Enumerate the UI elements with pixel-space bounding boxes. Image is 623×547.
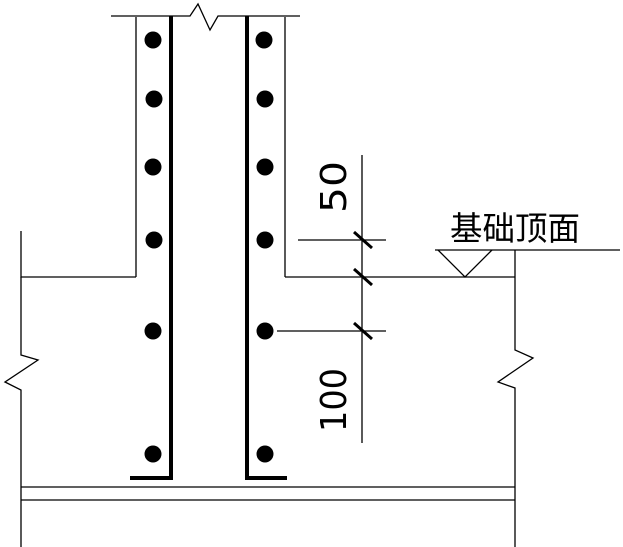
rebar-right — [245, 16, 287, 480]
dimension-ticks — [353, 230, 373, 341]
footing-top-left — [20, 231, 136, 278]
dimension-text-100: 100 — [314, 368, 355, 432]
rebar-left — [130, 16, 173, 480]
foundation-top-label: 基础顶面 — [450, 209, 580, 248]
dimension-text-50: 50 — [314, 161, 355, 213]
rebar-dots — [144, 31, 274, 463]
footing-left-break — [3, 277, 40, 547]
level-marker-triangle — [437, 249, 493, 278]
column-top-break-line — [111, 2, 300, 32]
footing-right-break — [496, 250, 535, 547]
